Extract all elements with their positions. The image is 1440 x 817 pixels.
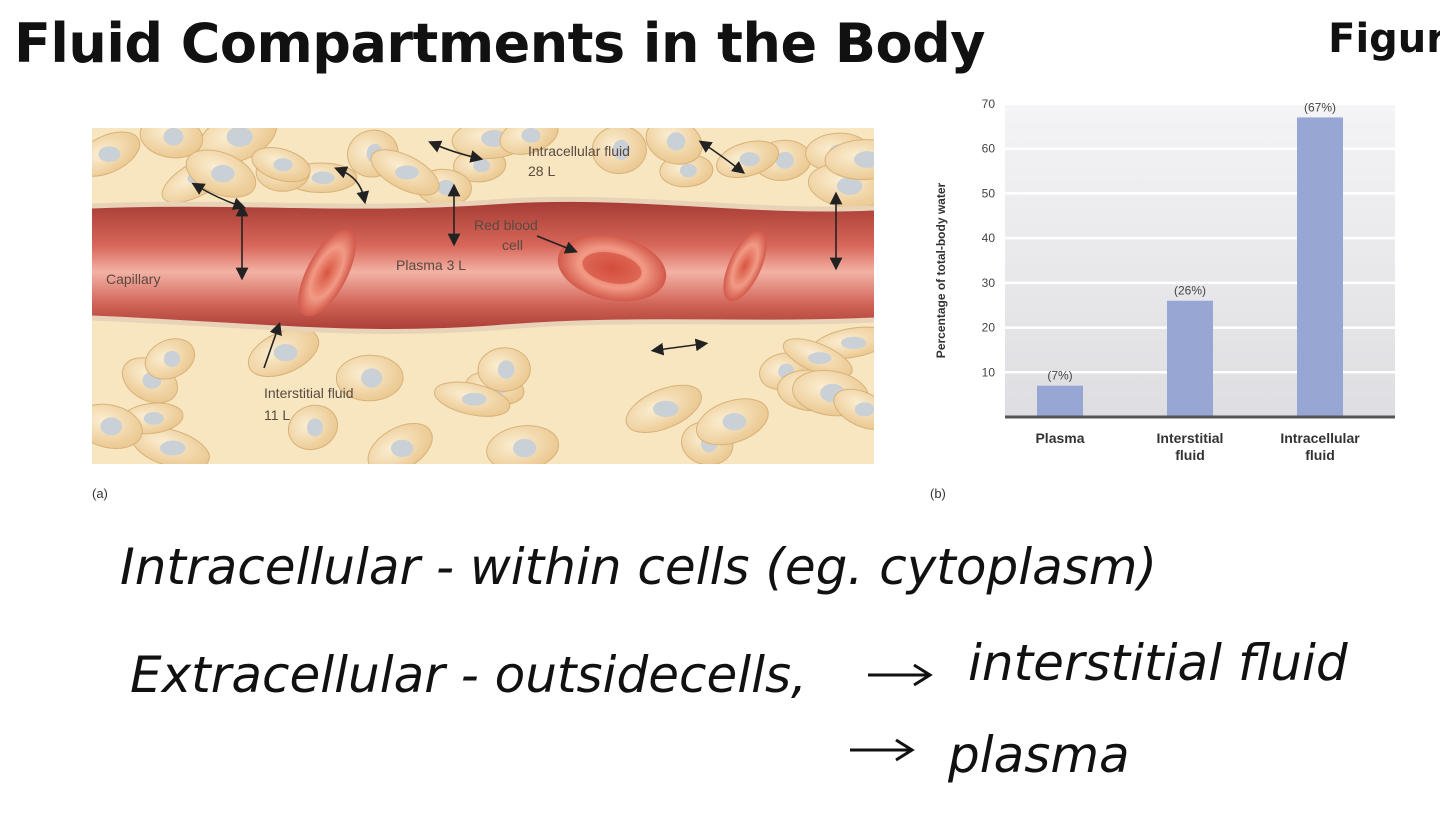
bar [1167, 300, 1213, 417]
cell-nucleus [679, 163, 697, 178]
y-axis-label: Percentage of total-body water [934, 182, 948, 358]
cell-nucleus [163, 128, 184, 146]
y-tick-label: 20 [982, 321, 996, 335]
panel-label-a: (a) [92, 486, 108, 501]
note-plasma: plasma [947, 726, 1130, 784]
capillary-illustration: Intracellular fluid 28 L Red blood cell … [92, 128, 874, 464]
cell-nucleus [653, 400, 679, 417]
cell-nucleus [497, 360, 515, 379]
cell-nucleus [739, 152, 760, 167]
red-blood-cell [298, 229, 767, 317]
data-label: (7%) [1047, 369, 1072, 383]
note-interstitial-fluid: interstitial fluid [968, 634, 1348, 692]
cell-nucleus [211, 164, 235, 183]
label-intracellular-volume: 28 L [528, 163, 555, 179]
label-red-blood-cell: Red blood [474, 217, 538, 233]
x-category-label: Interstitial [1157, 430, 1224, 446]
label-interstitial-volume: 11 L [264, 407, 290, 423]
handwritten-notes: Intracellular - within cells (eg. cytopl… [120, 538, 1348, 784]
label-red-blood-cell-2: cell [502, 237, 523, 253]
figure-label: Figur [1328, 16, 1440, 62]
cell-nucleus [143, 412, 164, 425]
cell-nucleus [226, 128, 253, 147]
cell-nucleus [273, 343, 298, 362]
cell-nucleus [854, 402, 874, 417]
cell-nucleus [159, 440, 186, 456]
cell-nucleus [775, 151, 794, 169]
bar [1037, 385, 1083, 417]
cell-nucleus [513, 438, 537, 458]
cell-nucleus [473, 158, 490, 173]
y-axis-ticks: 10 20 30 40 50 60 70 [982, 97, 996, 379]
label-plasma: Plasma 3 L [396, 257, 466, 273]
bar-chart: 10 20 30 40 50 60 70 (7%) (26%) (67%) Plasma Inte… [934, 97, 1395, 463]
panel-label-b: (b) [930, 486, 946, 501]
data-label: (67%) [1304, 100, 1336, 114]
label-capillary: Capillary [106, 271, 160, 287]
capillary-vessel [92, 199, 874, 332]
cell-nucleus [273, 158, 293, 172]
y-tick-label: 10 [982, 365, 996, 379]
cell-nucleus [361, 368, 383, 388]
cell-nucleus [461, 392, 487, 406]
cell-nucleus [837, 176, 863, 195]
data-label: (26%) [1174, 284, 1206, 298]
y-tick-label: 40 [982, 231, 996, 245]
cell-nucleus [100, 417, 122, 436]
label-interstitial-fluid: Interstitial fluid [264, 385, 353, 401]
label-intracellular-fluid: Intracellular fluid [528, 143, 630, 159]
y-tick-label: 30 [982, 276, 996, 290]
cell-nucleus [98, 146, 121, 162]
bar [1297, 117, 1343, 418]
arrow-icon [868, 663, 933, 687]
x-category-label: fluid [1305, 447, 1335, 463]
exchange-arrows [191, 140, 843, 369]
x-category-label: fluid [1175, 447, 1205, 463]
cell-nucleus [612, 139, 631, 160]
x-category-label: Intracellular [1280, 430, 1360, 446]
cell-nucleus [311, 171, 335, 184]
bars: (7%) (26%) (67%) [1037, 100, 1343, 418]
cell-nucleus [395, 165, 419, 180]
y-tick-label: 60 [982, 142, 996, 156]
cell-nucleus [306, 418, 323, 437]
y-tick-label: 70 [982, 97, 996, 111]
cell-nucleus [666, 132, 686, 151]
arrow-icon [850, 738, 915, 762]
slide-title: Fluid Compartments in the Body [14, 12, 985, 75]
cell-nucleus [722, 413, 747, 431]
cell-nucleus [854, 151, 874, 168]
cell-nucleus [521, 128, 541, 143]
y-tick-label: 50 [982, 186, 996, 200]
note-extracellular: Extracellular - outsidecells, [130, 646, 807, 704]
cell-nucleus [437, 179, 455, 196]
x-category-label: Plasma [1035, 430, 1084, 446]
note-intracellular: Intracellular - within cells (eg. cytopl… [120, 538, 1157, 596]
cell-nucleus [391, 439, 414, 457]
cell-nucleus [841, 336, 867, 349]
cell-nucleus [163, 350, 181, 367]
cell-nucleus [807, 352, 832, 364]
